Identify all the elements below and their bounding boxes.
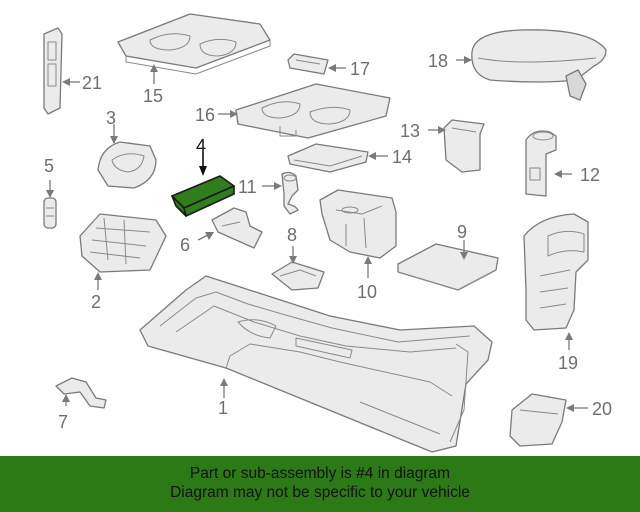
part-4[interactable] — [171, 175, 235, 217]
callout-20: 20 — [592, 399, 612, 419]
callout-1: 1 — [218, 398, 228, 418]
part-20[interactable] — [509, 393, 567, 447]
part-5[interactable] — [43, 197, 57, 229]
callout-18: 18 — [428, 51, 448, 71]
part-11[interactable] — [281, 171, 299, 215]
part-14[interactable] — [287, 143, 369, 173]
part-19[interactable] — [523, 213, 589, 331]
info-banner: Part or sub-assembly is #4 in diagram Di… — [0, 456, 640, 512]
part-2[interactable] — [79, 213, 167, 273]
part-1[interactable] — [139, 275, 493, 453]
parts-diagram: 21 15 17 18 16 13 — [43, 13, 612, 453]
part-16[interactable] — [235, 83, 391, 139]
callout-6: 6 — [180, 235, 190, 255]
callout-13: 13 — [400, 121, 420, 141]
part-3[interactable] — [97, 141, 157, 189]
banner-line-2: Diagram may not be specific to your vehi… — [170, 484, 470, 501]
part-13[interactable] — [443, 119, 485, 173]
part-6[interactable] — [211, 207, 263, 249]
callout-5: 5 — [44, 156, 54, 176]
part-15[interactable] — [117, 13, 271, 75]
callout-8: 8 — [287, 225, 297, 245]
callout-12: 12 — [580, 165, 600, 185]
banner-line-1: Part or sub-assembly is #4 in diagram — [189, 465, 451, 482]
part-17[interactable] — [287, 53, 329, 75]
callout-15: 15 — [143, 86, 163, 106]
callout-17: 17 — [350, 59, 370, 79]
callout-10: 10 — [357, 282, 377, 302]
part-10[interactable] — [319, 189, 397, 259]
part-9[interactable] — [397, 243, 499, 291]
callout-4: 4 — [196, 136, 206, 156]
part-21[interactable] — [43, 27, 63, 115]
callout-11: 11 — [238, 177, 257, 197]
callout-7: 7 — [58, 412, 68, 432]
callout-21: 21 — [82, 73, 102, 93]
callout-2: 2 — [91, 292, 101, 312]
part-12[interactable] — [525, 130, 557, 197]
callout-19: 19 — [558, 353, 578, 373]
callout-16: 16 — [195, 105, 215, 125]
callout-14: 14 — [392, 147, 412, 167]
callout-3: 3 — [106, 108, 116, 128]
part-18[interactable] — [471, 29, 607, 101]
part-7[interactable] — [55, 377, 107, 409]
callout-9: 9 — [457, 222, 467, 242]
part-8[interactable] — [271, 261, 325, 291]
